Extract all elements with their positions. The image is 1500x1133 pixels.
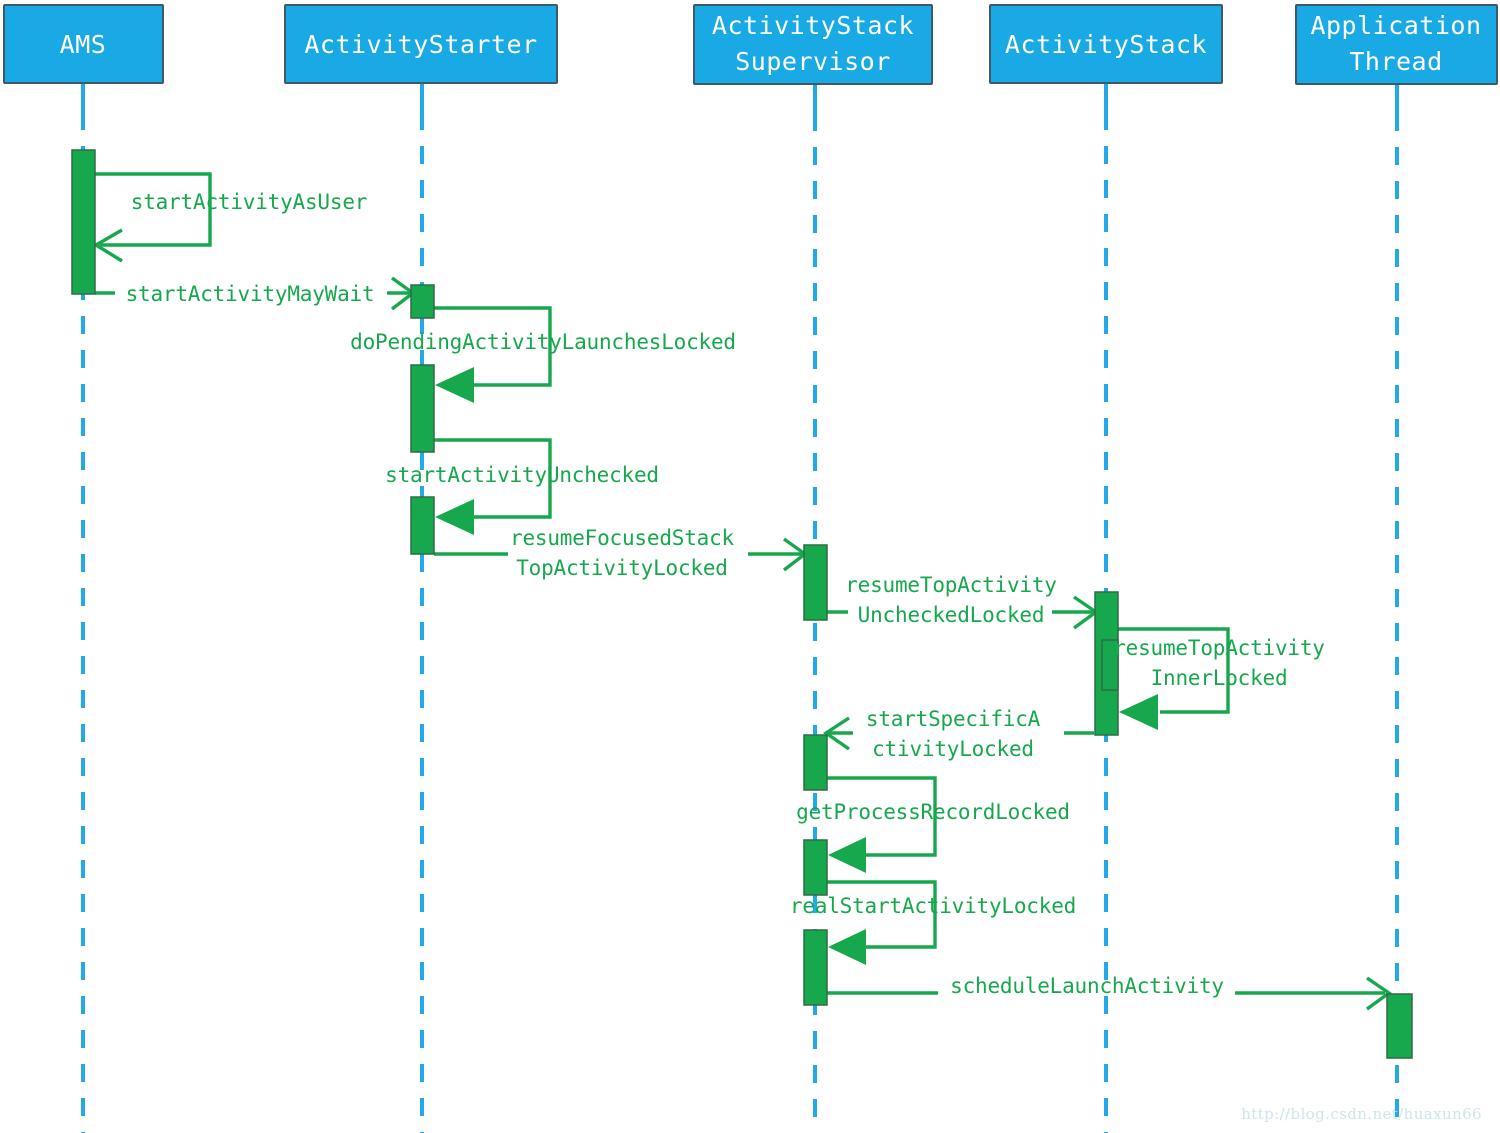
message-label-resume-top-activity-inner-locked-line1: resumeTopActivity [1113, 636, 1325, 660]
participant-application-thread-label-line2: Thread [1349, 47, 1442, 76]
participant-activity-starter[interactable]: ActivityStarter [284, 4, 558, 84]
participant-activity-stack-supervisor-label-line1: ActivityStack [712, 11, 914, 40]
watermark: http://blog.csdn.net/huaxun66 [1241, 1105, 1482, 1123]
message-label-start-activity-unchecked: startActivityUnchecked [385, 463, 659, 487]
participant-activity-stack-supervisor[interactable]: ActivityStack Supervisor [693, 4, 933, 85]
participant-activity-stack-supervisor-label-line2: Supervisor [735, 47, 891, 76]
message-label-start-specific-activity-locked-line2: ctivityLocked [872, 737, 1034, 761]
participant-activity-stack-supervisor-box[interactable] [693, 4, 933, 85]
message-get-process-record-locked[interactable] [827, 776, 937, 873]
message-label-resume-focused-stack-top-activity-locked-line1: resumeFocusedStack [510, 526, 735, 550]
message-label-start-activity-as-user: startActivityAsUser [131, 190, 367, 214]
message-label-real-start-activity-locked: realStartActivityLocked [790, 894, 1076, 918]
message-start-activity-as-user[interactable] [92, 172, 212, 263]
activation-starter-1[interactable] [410, 284, 435, 319]
participant-application-thread[interactable]: Application Thread [1295, 4, 1498, 85]
participant-activity-stack-box[interactable] [989, 4, 1223, 84]
message-label-start-activity-may-wait: startActivityMayWait [126, 282, 375, 306]
message-start-specific-activity-locked[interactable] [822, 716, 1094, 751]
activation-stack-inner[interactable] [1101, 639, 1119, 691]
message-start-activity-unchecked[interactable] [434, 438, 552, 535]
message-labels-layer: startActivityAsUser startActivityMayWait… [126, 190, 1325, 998]
participant-ams[interactable]: AMS [3, 4, 164, 84]
activation-supervisor-3[interactable] [803, 839, 828, 896]
participant-ams-label: AMS [60, 30, 107, 59]
activation-starter-2[interactable] [410, 364, 435, 453]
message-label-resume-focused-stack-top-activity-locked-line2: TopActivityLocked [516, 556, 728, 580]
activation-ams-1[interactable] [71, 149, 96, 295]
participant-activity-stack[interactable]: ActivityStack [989, 4, 1223, 84]
participants-layer: AMS ActivityStarter ActivityStack Superv… [3, 4, 1498, 85]
activation-supervisor-2[interactable] [803, 734, 828, 791]
message-label-get-process-record-locked: getProcessRecordLocked [796, 800, 1070, 824]
message-schedule-launch-activity[interactable] [827, 976, 1392, 1011]
message-label-resume-top-activity-unchecked-locked-line2: UncheckedLocked [858, 603, 1045, 627]
message-do-pending-activity-launches-locked[interactable] [434, 306, 552, 403]
participant-ams-box[interactable] [3, 4, 164, 84]
message-real-start-activity-locked[interactable] [827, 880, 937, 965]
activation-supervisor-1[interactable] [803, 544, 828, 621]
message-label-do-pending-activity-launches-locked: doPendingActivityLaunchesLocked [350, 330, 736, 354]
participant-application-thread-box[interactable] [1295, 4, 1498, 85]
participant-activity-stack-label: ActivityStack [1005, 30, 1207, 59]
activation-appthread-1[interactable] [1386, 993, 1413, 1059]
message-label-schedule-launch-activity: scheduleLaunchActivity [950, 974, 1224, 998]
message-resume-top-activity-inner-locked[interactable] [1118, 627, 1230, 730]
participant-application-thread-label-line1: Application [1310, 11, 1481, 40]
message-label-start-specific-activity-locked-line1: startSpecificA [866, 707, 1041, 731]
message-label-resume-top-activity-inner-locked-line2: InnerLocked [1151, 666, 1288, 690]
activations-layer [71, 149, 1413, 1059]
participant-activity-starter-label: ActivityStarter [304, 30, 537, 59]
message-label-resume-top-activity-unchecked-locked-line1: resumeTopActivity [845, 573, 1057, 597]
activation-starter-3[interactable] [410, 496, 435, 555]
activation-supervisor-4[interactable] [803, 929, 828, 1006]
participant-activity-starter-box[interactable] [284, 4, 558, 84]
messages-layer [92, 172, 1392, 1011]
